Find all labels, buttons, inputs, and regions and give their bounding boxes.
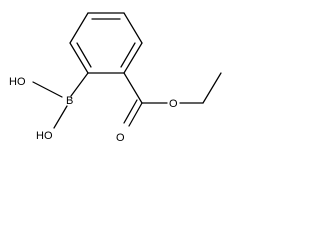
hydroxyl-lower-label: HO: [36, 130, 53, 142]
chemical-structure: B HO HO O O: [9, 12, 222, 144]
methylene-to-methyl-bond: [202, 72, 222, 104]
ring-to-boron-bond: [70, 72, 89, 97]
carbonyl-oxygen-label: O: [116, 132, 125, 144]
ring-bond-upper-left: [69, 12, 89, 44]
boron-label: B: [66, 95, 73, 107]
ethyl-ester-group: O O: [116, 72, 222, 144]
ester-oxygen-label: O: [169, 98, 178, 110]
benzene-ring: [69, 12, 143, 74]
ring-bond-upper-right: [123, 12, 143, 44]
carbonyl-double-bond-a: [128, 102, 143, 127]
ring-double-right: [120, 42, 136, 68]
hydroxyl-upper-label: HO: [9, 76, 26, 88]
boron-to-oh-lower-bond: [53, 105, 68, 129]
ring-to-carbonyl-bond: [123, 72, 143, 104]
ring-bond-lower-right: [123, 42, 143, 74]
boronic-acid-group: B HO HO: [9, 72, 89, 142]
ring-bond-lower-left: [69, 42, 89, 74]
boron-to-oh-upper-bond: [32, 81, 63, 98]
carbonyl-double-bond-b: [123, 99, 138, 124]
ring-double-left: [76, 42, 92, 68]
